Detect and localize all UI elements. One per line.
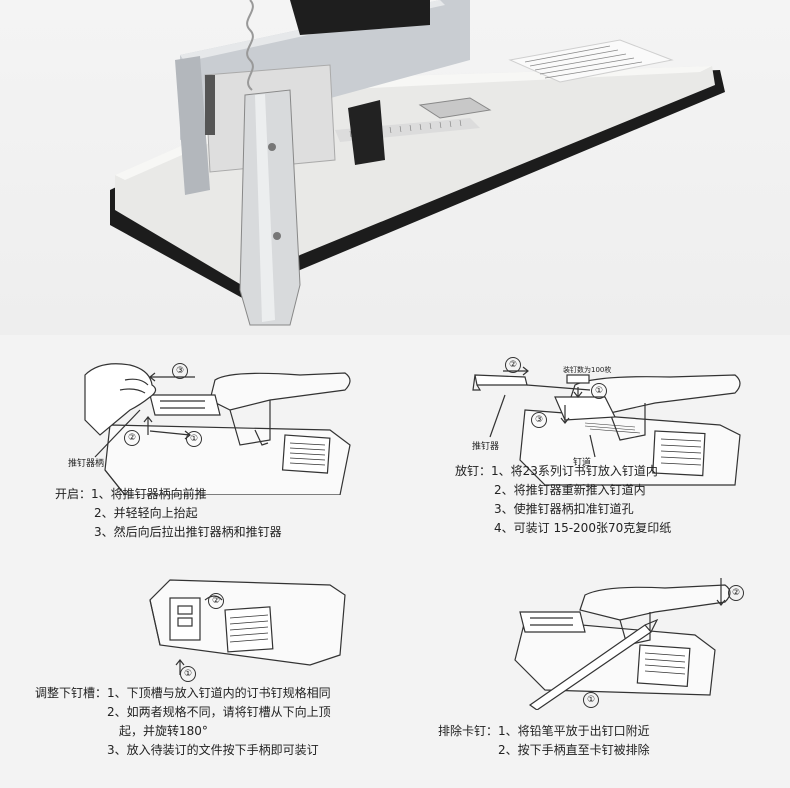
adjust-step-3: 3、放入待装订的文件按下手柄即可装订 bbox=[107, 743, 319, 757]
marker-1: ① bbox=[180, 666, 196, 682]
marker-3: ③ bbox=[531, 412, 547, 428]
load-step-4: 4、可装订 15-200张70克复印纸 bbox=[494, 521, 672, 535]
jam-step-1: 1、将铅笔平放于出钉口附近 bbox=[498, 724, 650, 738]
adjust-diagram bbox=[149, 579, 346, 675]
load-caption-head: 放钉： bbox=[455, 464, 492, 478]
open-step-2: 2、并轻轻向上抬起 bbox=[94, 506, 198, 520]
marker-2: ② bbox=[124, 430, 140, 446]
panel-adjust: ② ① 调整下钉槽： 1、下顶槽与放入钉道内的订书钉规格相同 2、如两者规格不同… bbox=[0, 560, 395, 788]
stapler-photo bbox=[0, 0, 790, 335]
open-step-3: 3、然后向后拉出推钉器柄和推钉器 bbox=[94, 525, 282, 539]
marker-2: ② bbox=[208, 593, 224, 609]
load-caption: 放钉： 1、将23系列订书钉放入钉道内 2、将推钉器重新推入钉道内 3、使推钉器… bbox=[455, 462, 671, 538]
handle-label: 推钉器柄 bbox=[68, 459, 105, 469]
adjust-caption-head: 调整下钉槽： bbox=[35, 686, 108, 700]
open-step-1: 1、将推钉器柄向前推 bbox=[91, 487, 207, 501]
jam-step-2: 2、按下手柄直至卡钉被排除 bbox=[498, 743, 650, 757]
stapler-illustration bbox=[110, 0, 725, 326]
load-diagram bbox=[472, 366, 741, 486]
channel-label: 钉道 bbox=[573, 458, 592, 468]
marker-1: ① bbox=[591, 383, 607, 399]
marker-2: ② bbox=[728, 585, 744, 601]
adjust-step-2: 2、如两者规格不同，请将钉槽从下向上顶 bbox=[107, 705, 331, 719]
marker-1: ① bbox=[583, 692, 599, 708]
open-caption: 开启： 1、将推钉器柄向前推 2、并轻轻向上抬起 3、然后向后拉出推钉器柄和推钉… bbox=[55, 485, 282, 542]
panel-open: ③ ② ① 推钉器柄 开启： 1、将推钉器柄向前推 2、并轻轻向上抬起 3、然后… bbox=[0, 335, 395, 560]
open-caption-head: 开启： bbox=[55, 487, 92, 501]
open-diagram bbox=[84, 363, 351, 495]
load-step-2: 2、将推钉器重新推入钉道内 bbox=[494, 483, 646, 497]
pusher-label: 推钉器 bbox=[472, 442, 500, 452]
marker-3: ③ bbox=[172, 363, 188, 379]
marker-2: ② bbox=[505, 357, 521, 373]
capacity-label: 装钉数为100枚 bbox=[563, 366, 612, 374]
load-step-3: 3、使推钉器柄扣准钉道孔 bbox=[494, 502, 634, 516]
jam-caption: 排除卡钉： 1、将铅笔平放于出钉口附近 2、按下手柄直至卡钉被排除 bbox=[438, 722, 650, 760]
jam-caption-head: 排除卡钉： bbox=[438, 724, 499, 738]
adjust-caption: 调整下钉槽： 1、下顶槽与放入钉道内的订书钉规格相同 2、如两者规格不同，请将钉… bbox=[35, 684, 331, 760]
jam-diagram bbox=[514, 578, 731, 710]
adjust-step-2-cont: 起，并旋转180° bbox=[119, 724, 208, 738]
load-step-1: 1、将23系列订书钉放入钉道内 bbox=[491, 464, 658, 478]
instruction-sticker bbox=[508, 39, 674, 83]
adjust-step-1: 1、下顶槽与放入钉道内的订书钉规格相同 bbox=[107, 686, 331, 700]
panel-load: ② ① ③ 装钉数为100枚 推钉器 钉道 放钉： 1、将23系列订书钉放入钉道… bbox=[395, 335, 790, 560]
marker-1: ① bbox=[186, 431, 202, 447]
panel-jam: ② ① 排除卡钉： 1、将铅笔平放于出钉口附近 2、按下手柄直至卡钉被排除 bbox=[395, 560, 790, 788]
